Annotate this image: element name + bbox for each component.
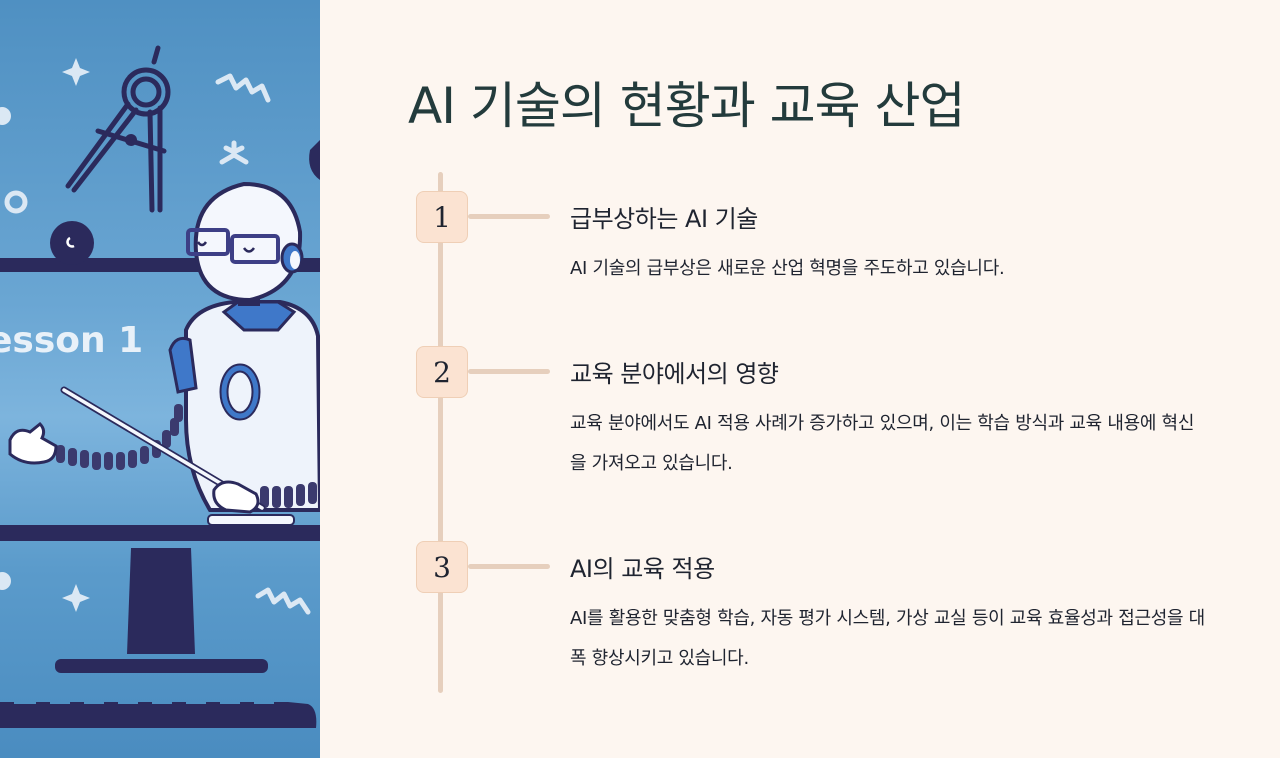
step-title: 급부상하는 AI 기술 <box>570 205 758 233</box>
slide-content: AI 기술의 현황과 교육 산업 1 급부상하는 AI 기술 AI 기술의 급부… <box>320 0 1280 758</box>
step-connector <box>468 369 550 374</box>
page-title: AI 기술의 현황과 교육 산업 <box>408 77 966 135</box>
lesson-caption: esson 1 <box>0 320 143 361</box>
robot-teacher-illustration: esson 1 <box>0 0 320 758</box>
step-number-badge: 3 <box>416 541 468 593</box>
step-number-badge: 2 <box>416 346 468 398</box>
step-description: AI 기술의 급부상은 새로운 산업 혁명을 주도하고 있습니다. <box>570 258 1005 279</box>
step-connector <box>468 214 550 219</box>
robot-illustration-icon: esson 1 <box>0 45 320 728</box>
timeline-line <box>438 172 443 693</box>
step-connector <box>468 564 550 569</box>
step-title: AI의 교육 적용 <box>570 555 715 583</box>
step-number-badge: 1 <box>416 191 468 243</box>
step-description: 교육 분야에서도 AI 적용 사례가 증가하고 있으며, 이는 학습 방식과 교… <box>570 413 1195 474</box>
step-title: 교육 분야에서의 영향 <box>570 360 779 388</box>
step-description: AI를 활용한 맞춤형 학습, 자동 평가 시스템, 가상 교실 등이 교육 효… <box>570 608 1205 669</box>
